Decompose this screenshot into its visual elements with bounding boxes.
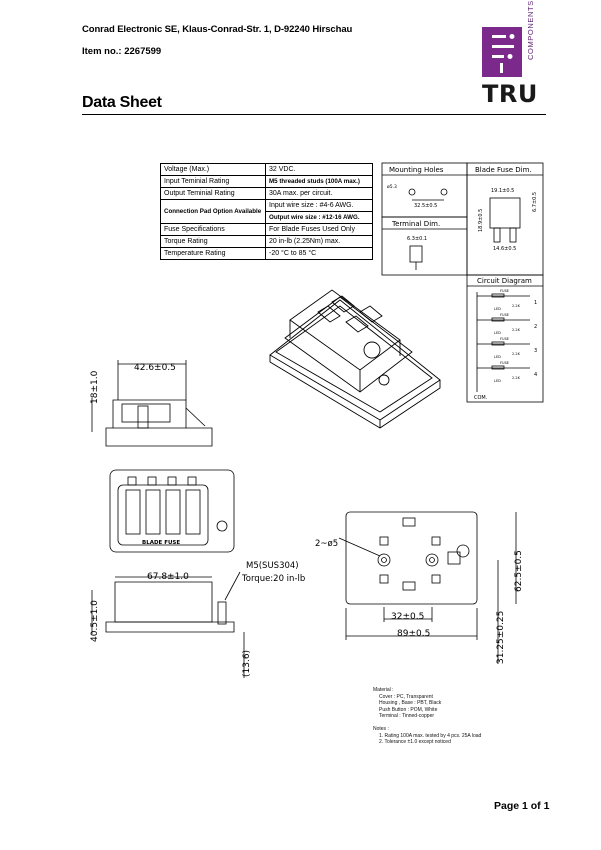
front-view: BLADE FUSE [109,469,235,553]
mounting-hole-diameter: ø5.3 [387,184,397,190]
spec-key: Temperature Rating [160,247,266,260]
material-line: Push Button : POM, White [379,706,438,713]
base-height-dim: 62.5±0.5 [514,550,524,592]
top-width-dim: 42.6±0.5 [134,363,176,373]
fuse-label: FUSE [500,289,509,293]
fuse-label: FUSE [500,313,509,317]
page-number: Page 1 of 1 [494,800,550,812]
stud-spec: M5(SUS304) [246,561,299,571]
spec-table: Voltage (Max.)32 VDC. Input Teminial Rat… [160,163,373,260]
blade-fuse-label: BLADE FUSE [142,540,180,546]
led-label: LED [494,379,501,383]
resistor-label: 2.2K [512,328,521,332]
isometric-view [269,289,441,429]
material-line: Housing , Base : PBT, Black [379,700,442,707]
page-title: Data Sheet [82,94,162,111]
side-width-dim: 67.8±1.0 [147,572,189,582]
branch-number: 3 [534,348,537,354]
side-bottom-dim: (13.6) [242,650,252,677]
side-view: M5(SUS304) Torque:20 in-lb 67.8±1.0 40.5… [90,561,305,678]
top-height-dim: 18±1.0 [90,370,100,404]
base-inner-dim: 32±0.5 [391,612,424,622]
circuit-diagram-title: Circuit Diagram [477,277,532,285]
led-label: LED [494,355,501,359]
mounting-hole-spacing: 32.5±0.5 [414,203,437,209]
base-outer-dim: 89±0.5 [397,629,430,639]
circuit-branch-2: FUSE LED 2.2K 2 [477,313,537,335]
spec-value: -20 °C to 85 °C [265,247,373,260]
side-height-dim: 40.5±1.0 [90,600,100,642]
common-label: COM. [474,395,488,401]
branch-number: 1 [534,300,537,306]
led-label: LED [494,307,501,311]
mounting-holes-panel: Mounting Holes ø5.3 32.5±0.5 Terminal Di… [381,162,468,276]
title-divider [82,114,546,115]
blade-fuse-side: 6.7±0.5 [532,192,538,212]
circuit-branch-4: FUSE LED 2.2K 4 [477,361,537,383]
material-line: Terminal : Tinned-copper [379,713,435,720]
note-line: 2. Tolerance ±1.0 except noticed [379,739,451,746]
note-line: 1. Rating 100A max. tested by 4 pcs. 25A… [379,732,482,739]
fuse-label: FUSE [500,361,509,365]
fuse-label: FUSE [500,337,509,341]
resistor-label: 2.2K [512,352,521,356]
blade-fuse-bottom: 14.6±0.5 [493,246,516,252]
spec-key: Connection Pad Option Available [160,199,266,224]
circuit-branch-3: FUSE LED 2.2K 3 [477,337,537,359]
material-title: Material : [373,687,394,693]
resistor-label: 2.2K [512,304,521,308]
tru-components-logo [482,27,522,77]
terminal-dim-title: Terminal Dim. [391,220,440,228]
led-label: LED [494,331,501,335]
base-offset-dim: 31.25±0.25 [496,611,506,664]
logo-wordmark: TRU [482,80,538,108]
company-address: Conrad Electronic SE, Klaus-Conrad-Str. … [82,24,353,35]
mounting-holes-title: Mounting Holes [389,166,444,174]
table-row: Temperature Rating-20 °C to 85 °C [160,247,373,260]
resistor-label: 2.2K [512,376,521,380]
blade-fuse-title: Blade Fuse Dim. [475,166,532,174]
circuit-branch-1: FUSE LED 2.2K 1 [477,289,537,311]
holes-dim: 2~ø5 [315,539,338,549]
material-notes: Material : Cover : PC, Transparent Housi… [373,687,481,746]
top-view: 42.6±0.5 18±1.0 [90,360,213,447]
notes-title: Notes : [373,725,389,732]
branch-number: 2 [534,324,537,330]
branch-number: 4 [534,372,537,378]
blade-fuse-panel: Blade Fuse Dim. 19.1±0.5 14.6±0.5 18.9±0… [466,162,544,276]
material-line: Cover : PC, Transparent [379,693,433,700]
terminal-width: 6.3±0.1 [407,236,427,242]
circuit-diagram-panel: Circuit Diagram FUSE LED 2.2K 1 FUSE LED… [466,274,544,403]
torque-spec: Torque:20 in-lb [241,574,305,584]
base-view: 2~ø5 32±0.5 89±0.5 62.5±0.5 31.25±0.25 [315,511,524,664]
blade-fuse-height: 18.9±0.5 [478,209,484,232]
item-number: Item no.: 2267599 [82,46,162,57]
blade-fuse-width: 19.1±0.5 [491,188,514,194]
